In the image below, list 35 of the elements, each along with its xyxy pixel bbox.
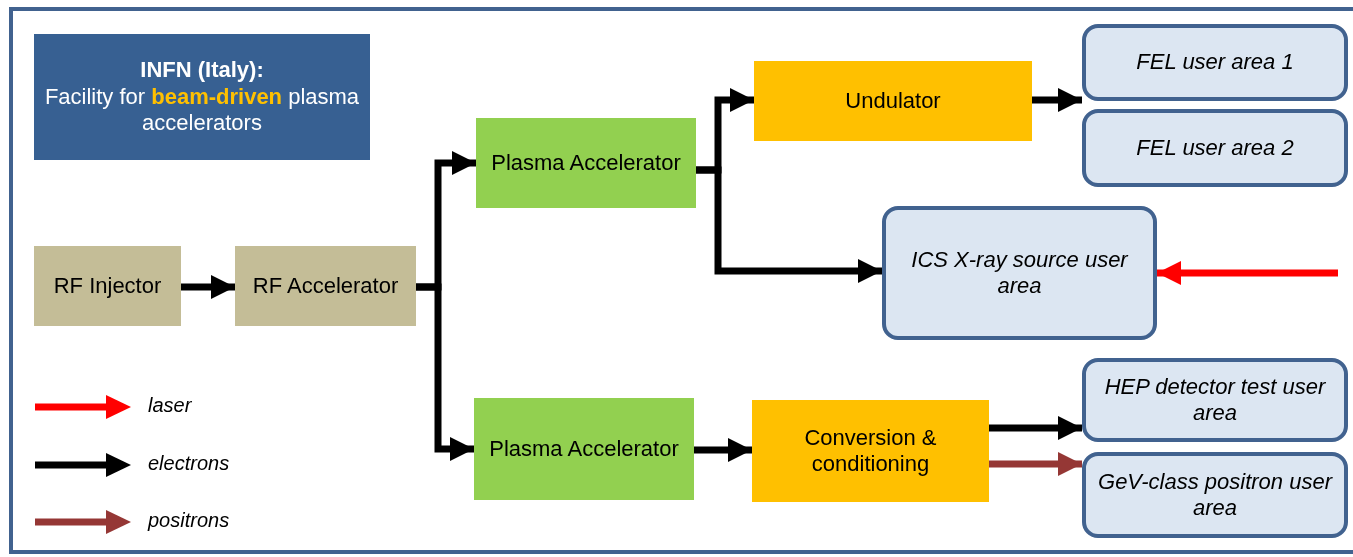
user-area-box (1082, 109, 1348, 187)
label: Plasma Accelerator (489, 435, 679, 463)
arrow (416, 283, 474, 461)
arrow (989, 416, 1082, 440)
label: GeV-class positron user area (1097, 468, 1334, 522)
process-box (752, 400, 989, 502)
label: FEL user area 2 (1136, 134, 1294, 162)
label: Plasma Accelerator (491, 149, 681, 177)
title-box (34, 34, 370, 160)
process-box (754, 61, 1032, 141)
process-box (235, 246, 416, 326)
user-area-box (1082, 452, 1348, 538)
process-box (34, 246, 181, 326)
legend-label: positrons (148, 509, 230, 532)
legend-label: electrons (148, 452, 230, 475)
arrow (694, 438, 752, 462)
label: Facility for beam-driven plasma accelerators (44, 83, 360, 137)
label: RF Injector (53, 272, 162, 300)
user-area-box (1082, 24, 1348, 101)
arrow (1032, 88, 1082, 112)
process-box (474, 398, 694, 500)
process-box (476, 118, 696, 208)
arrow (696, 166, 882, 283)
user-area-box (1082, 358, 1348, 442)
label: HEP detector test user area (1103, 373, 1327, 427)
arrow (181, 275, 235, 299)
heading: INFN (Italy): (140, 57, 264, 84)
label: Conversion & conditioning (803, 424, 938, 478)
arrow (989, 452, 1082, 476)
label: Undulator (845, 87, 941, 115)
label: ICS X-ray source user area (910, 246, 1130, 300)
user-area-box (882, 206, 1157, 340)
label: FEL user area 1 (1136, 49, 1294, 76)
label: RF Accelerator (252, 272, 399, 300)
legend-label: laser (148, 394, 192, 417)
